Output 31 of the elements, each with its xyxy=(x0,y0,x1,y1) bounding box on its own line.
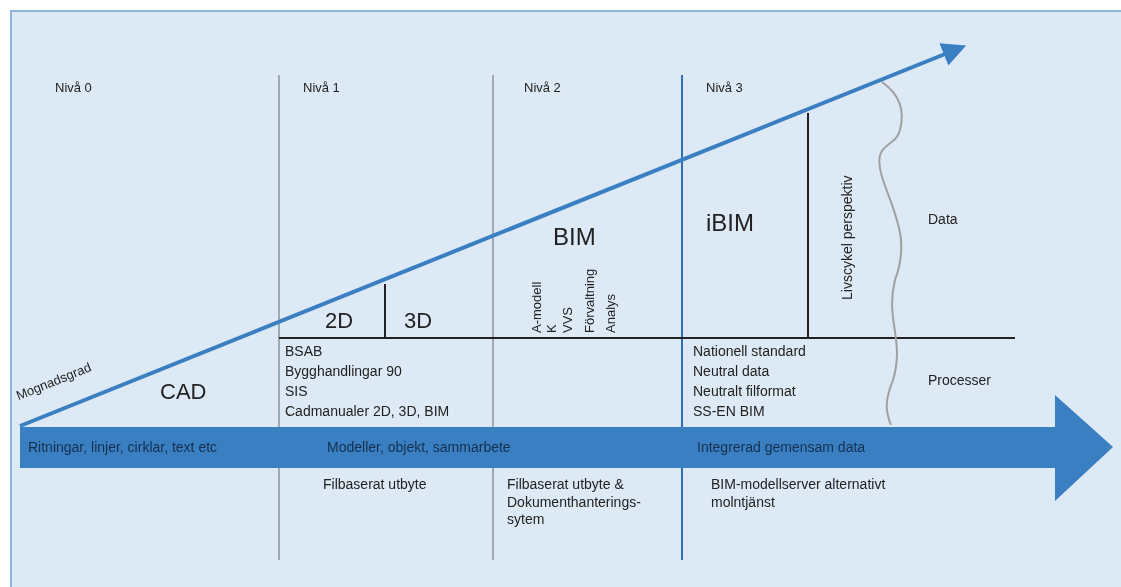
list-item: BSAB xyxy=(285,343,323,361)
stage-label: 3D xyxy=(404,307,433,335)
list-item: Cadmanualer 2D, 3D, BIM xyxy=(285,403,450,421)
list-item: Neutralt filformat xyxy=(693,383,796,401)
stage-label: CAD xyxy=(160,378,207,406)
vertical-label: VVS xyxy=(559,307,576,333)
vertical-label: Analys xyxy=(602,293,619,333)
band-text: Integrerad gemensam data xyxy=(697,438,866,457)
list-item: Bygghandlingar 90 xyxy=(285,363,402,381)
list-item: Neutral data xyxy=(693,363,770,381)
stage-label: 2D xyxy=(325,307,354,335)
zone-label: Data xyxy=(928,211,958,229)
list-item: SIS xyxy=(285,383,308,401)
stage-label: BIM xyxy=(553,222,596,252)
note-text: Filbaserat utbyte & Dokumenthanterings- sytem xyxy=(507,476,639,529)
list-item: SS-EN BIM xyxy=(693,403,765,421)
note-text: BIM-modellserver alternativt molntjänst xyxy=(711,476,887,511)
level-label: Nivå 3 xyxy=(706,80,743,97)
zone-label: Processer xyxy=(928,372,992,390)
vertical-label: A-modell xyxy=(528,281,545,333)
vertical-label: K xyxy=(543,324,560,333)
band-text: Modeller, objekt, sammarbete xyxy=(327,438,511,457)
band-text: Ritningar, linjer, cirklar, text etc xyxy=(28,438,218,457)
level-label: Nivå 0 xyxy=(55,80,92,97)
note-text: Filbaserat utbyte xyxy=(323,476,427,494)
list-item: Nationell standard xyxy=(693,343,806,361)
level-label: Nivå 1 xyxy=(303,80,340,97)
level-label: Nivå 2 xyxy=(524,80,561,97)
vertical-label: Livscykel perspektiv xyxy=(839,175,857,300)
vertical-label: Förvaltning xyxy=(581,268,598,333)
stage-label: iBIM xyxy=(706,208,754,238)
